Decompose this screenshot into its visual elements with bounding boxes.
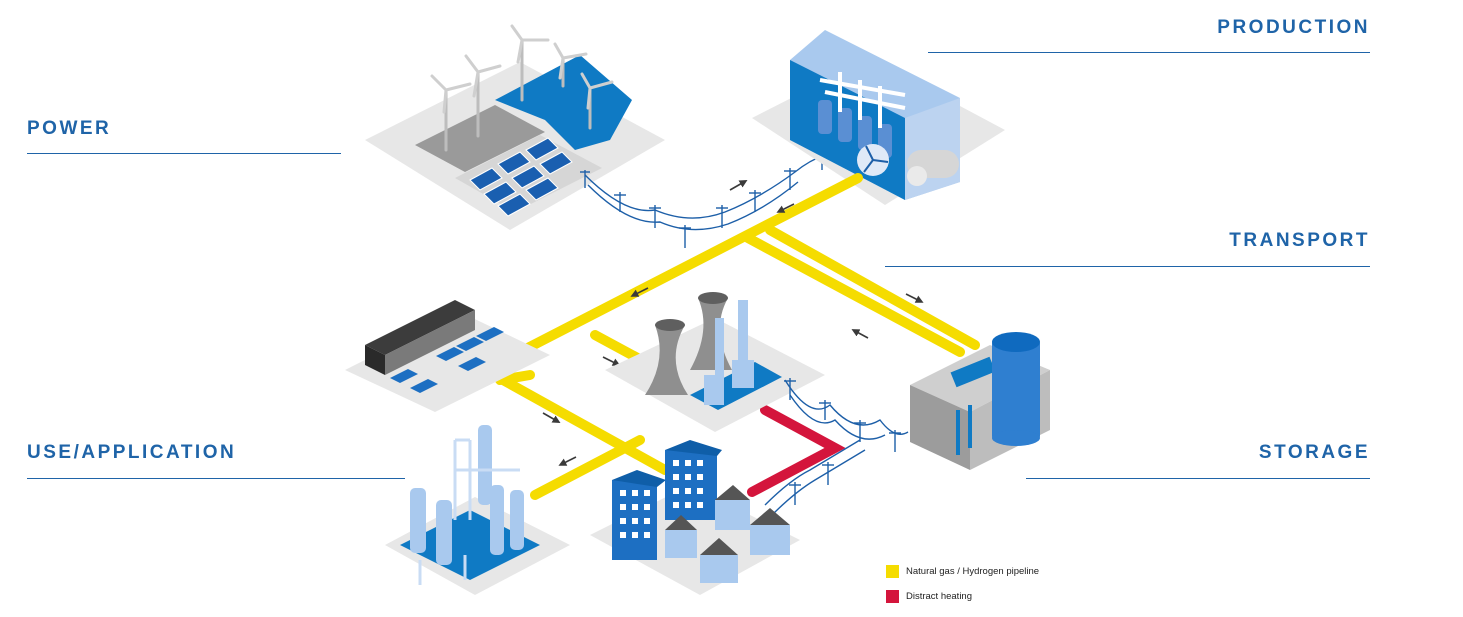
district-heating-pipe xyxy=(747,405,846,497)
rule-transport xyxy=(885,266,1370,267)
legend-label-pipeline: Natural gas / Hydrogen pipeline xyxy=(906,566,1040,577)
legend-swatch-pipeline xyxy=(886,565,899,578)
label-use-application: USE/APPLICATION xyxy=(27,442,237,463)
city-buildings-illustration xyxy=(590,440,800,595)
rule-storage xyxy=(1026,478,1370,479)
label-production: PRODUCTION xyxy=(1217,17,1370,38)
legend-label-heating: Distract heating xyxy=(906,591,973,602)
power-transmission-line xyxy=(580,150,828,248)
power-station-illustration xyxy=(605,292,825,432)
rule-production xyxy=(928,52,1370,53)
storage-facility-illustration xyxy=(910,332,1050,470)
power-line-storage xyxy=(784,378,909,452)
flow-arrows xyxy=(542,180,924,466)
label-power: POWER xyxy=(27,118,112,139)
natural-gas-hydrogen-pipelines xyxy=(480,173,980,500)
power-line-city xyxy=(764,439,866,516)
production-facility-illustration xyxy=(752,30,1005,205)
logistics-warehouse-illustration xyxy=(345,300,550,412)
label-storage: STORAGE xyxy=(1258,442,1370,463)
legend-heating: Distract heating xyxy=(886,590,972,603)
rule-use-application xyxy=(27,478,405,479)
industrial-plant-illustration xyxy=(385,425,570,595)
rule-power xyxy=(27,153,341,154)
label-transport: TRANSPORT xyxy=(1229,230,1370,251)
legend-pipeline: Natural gas / Hydrogen pipeline xyxy=(886,565,1039,578)
power-plant-illustration xyxy=(365,24,665,230)
legend-swatch-heating xyxy=(886,590,899,603)
